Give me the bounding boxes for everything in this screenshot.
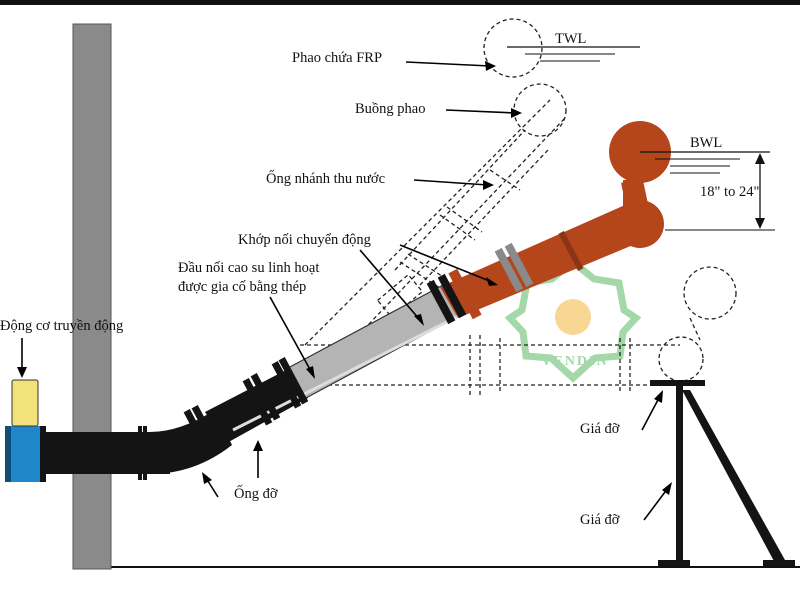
bwl-label: BWL	[690, 135, 722, 151]
label-support-lower: Giá đỡ	[580, 482, 672, 528]
top-border	[0, 0, 800, 5]
rubber-connector-label-2: được gia cố bằng thép	[178, 279, 306, 295]
drive-motor-body	[8, 426, 44, 482]
intake-branch-label: Ống nhánh thu nước	[266, 169, 385, 187]
support-upper-label: Giá đỡ	[580, 421, 620, 437]
watermark-text: VENDIN	[541, 354, 608, 369]
pipe-horizontal	[40, 432, 170, 474]
pipe-gray-diagonal	[287, 283, 463, 399]
dashed-float-frp-low	[683, 266, 737, 320]
dashed-upper-position	[304, 18, 567, 366]
watermark-logo: VENDIN	[504, 257, 642, 383]
support-pipe-label: Ống đỡ	[234, 484, 278, 502]
drive-motor-top	[11, 379, 39, 427]
bwl-level: BWL	[640, 135, 770, 174]
joint-flanges	[426, 231, 584, 325]
label-intake-branch: Ống nhánh thu nước	[266, 169, 494, 190]
wall	[72, 23, 112, 570]
float-frp-label: Phao chứa FRP	[292, 50, 382, 66]
twl-level: TWL	[507, 31, 640, 62]
twl-label: TWL	[555, 31, 586, 47]
drive-motor-label: Động cơ truyền động	[0, 318, 123, 334]
label-support-upper: Giá đỡ	[580, 390, 663, 437]
pipe-elbow	[150, 410, 232, 474]
float-chamber	[616, 200, 664, 248]
label-rubber-connector: Đầu nối cao su linh hoạt được gia cố bằn…	[178, 260, 319, 379]
support-frame	[650, 380, 795, 566]
level-range-label: 18" to 24"	[700, 184, 759, 200]
label-drive-motor: Động cơ truyền động	[0, 318, 123, 378]
pipe-flanges	[183, 357, 309, 457]
label-float-chamber: Buồng phao	[355, 101, 522, 118]
support-lower-label: Giá đỡ	[580, 512, 620, 528]
dashed-float-frp	[483, 18, 543, 78]
pipe-orange-diagonal	[440, 205, 645, 318]
rubber-connector-label-1: Đầu nối cao su linh hoạt	[178, 260, 319, 276]
dashed-float-chamber	[513, 83, 567, 137]
dashed-float-chamber-low	[658, 336, 704, 382]
motion-joint-label: Khớp nối chuyển động	[238, 232, 371, 248]
label-float-frp: Phao chứa FRP	[292, 50, 496, 71]
label-support-pipe: Ống đỡ	[202, 440, 278, 502]
level-dimension: 18" to 24"	[665, 153, 775, 231]
main-pipe	[5, 121, 671, 482]
float-chamber-label: Buồng phao	[355, 101, 425, 117]
label-motion-joint: Khớp nối chuyển động	[238, 232, 498, 326]
